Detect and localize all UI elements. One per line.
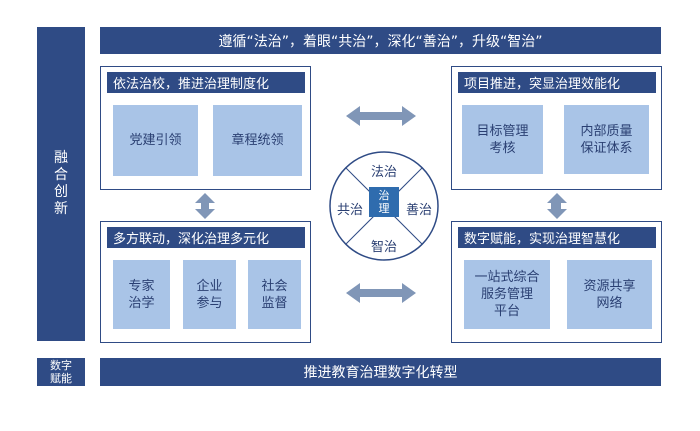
tile-one-stop-platform: 一站式综合 服务管理 平台 [464,260,550,329]
bottom-banner: 推进教育治理数字化转型 [100,358,661,386]
tile-line: 社会 [261,278,288,294]
core-char: 理 [378,202,390,215]
tile-line: 保证体系 [580,140,633,156]
top-banner-text: 遵循“法治”，着眼“共治”，深化“善治”，升级“智治” [218,33,543,50]
tile-party-leadership: 党建引领 [113,105,198,176]
tile-line: 治学 [128,295,155,311]
tile-enterprise: 企业 参与 [183,260,236,329]
label-good-governance: 善治 [406,203,433,218]
label-co-governance: 共治 [337,203,364,218]
side-bar-innovation: 融 合 创 新 [37,27,85,341]
tile-line: 内部质量 [580,123,633,139]
tile-line: 监督 [261,295,288,311]
tile-line: 党建引领 [129,133,182,148]
tile-line: 一站式综合 [474,270,540,285]
label-smart-governance: 智治 [371,240,398,255]
label-rule-of-law: 法治 [371,165,398,180]
side-char: 融 [54,150,68,166]
panel-title: 项目推进，突显治理效能化 [458,72,656,93]
tile-line: 平台 [493,304,520,319]
tile-line: 专家 [128,278,155,294]
tile-line: 参与 [196,295,223,311]
double-arrow-icon [346,106,416,126]
bottom-tag-digital: 数字 赋能 [37,358,85,386]
tile-quality-assurance: 内部质量 保证体系 [564,105,649,174]
panel-title: 多方联动，深化治理多元化 [107,227,305,248]
tile-line: 章程统领 [231,133,284,148]
tag-line: 赋能 [50,372,72,385]
tile-charter: 章程统领 [213,105,302,176]
double-arrow-icon [346,283,416,303]
bottom-banner-text: 推进教育治理数字化转型 [303,365,458,381]
core-char: 治 [378,189,390,202]
side-char: 新 [54,201,68,217]
tag-line: 数字 [50,359,72,372]
panel-multi-party: 多方联动，深化治理多元化 专家 治学 企业 参与 社会 监督 [100,221,311,343]
panel-digital-empowerment: 数字赋能，实现治理智慧化 一站式综合 服务管理 平台 资源共享 网络 [451,221,662,343]
tile-line: 资源共享 [583,278,636,294]
tile-goal-management: 目标管理 考核 [462,105,543,174]
center-governance-box: 治 理 [369,187,399,217]
tile-line: 网络 [596,295,623,311]
side-char: 创 [54,184,68,200]
double-arrow-icon [195,193,215,219]
panel-title: 数字赋能，实现治理智慧化 [458,227,656,248]
tile-line: 考核 [489,140,516,156]
double-arrow-icon [547,193,567,219]
panel-project-efficiency: 项目推进，突显治理效能化 目标管理 考核 内部质量 保证体系 [451,66,662,190]
tile-experts: 专家 治学 [113,260,170,329]
panel-title: 依法治校，推进治理制度化 [107,72,305,93]
tile-line: 企业 [196,278,223,294]
side-char: 合 [54,167,68,183]
tile-line: 目标管理 [476,123,529,139]
tile-line: 服务管理 [480,287,533,302]
panel-law-governance: 依法治校，推进治理制度化 党建引领 章程统领 [100,66,311,190]
tile-resource-sharing: 资源共享 网络 [567,260,652,329]
top-banner: 遵循“法治”，着眼“共治”，深化“善治”，升级“智治” [100,27,661,54]
tile-society: 社会 监督 [248,260,301,329]
